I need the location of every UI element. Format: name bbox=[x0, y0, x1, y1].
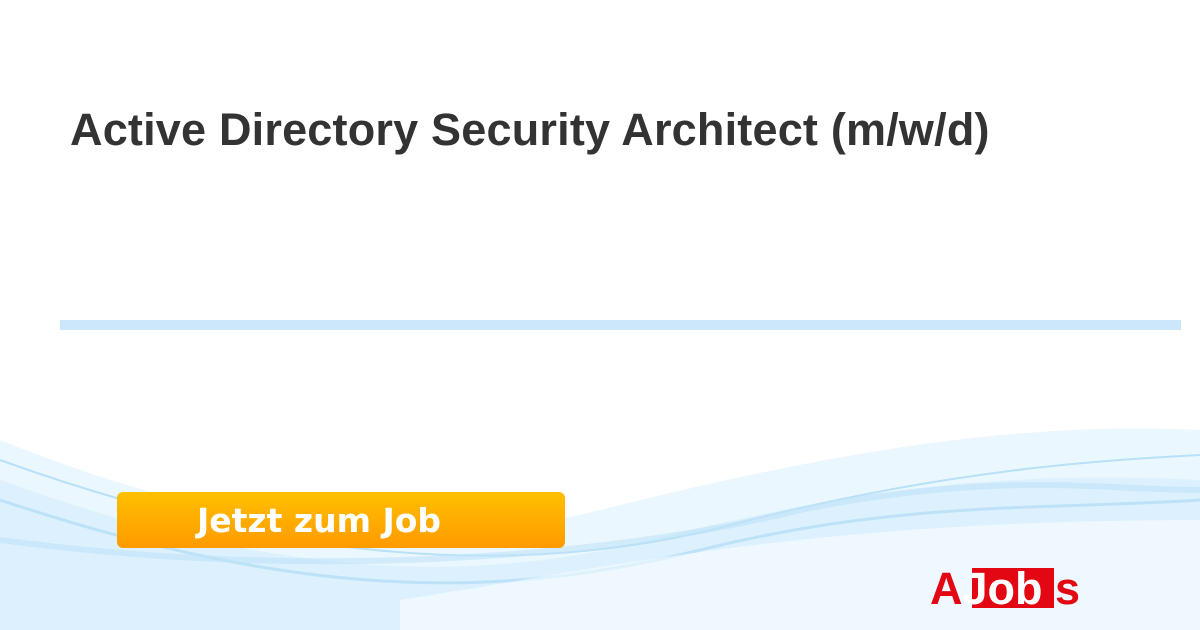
decorative-waves bbox=[0, 428, 1200, 630]
apply-button[interactable]: Jetzt zum Job bbox=[117, 492, 565, 548]
logo-job: Job bbox=[962, 563, 1043, 614]
job-title: Active Directory Security Architect (m/w… bbox=[70, 104, 990, 155]
logo-is: is bbox=[1042, 563, 1081, 614]
logo-box bbox=[972, 568, 1054, 608]
divider bbox=[60, 320, 1181, 330]
logo-a: A bbox=[930, 563, 963, 614]
ajobis-logo[interactable]: AJobis bbox=[930, 566, 1080, 612]
